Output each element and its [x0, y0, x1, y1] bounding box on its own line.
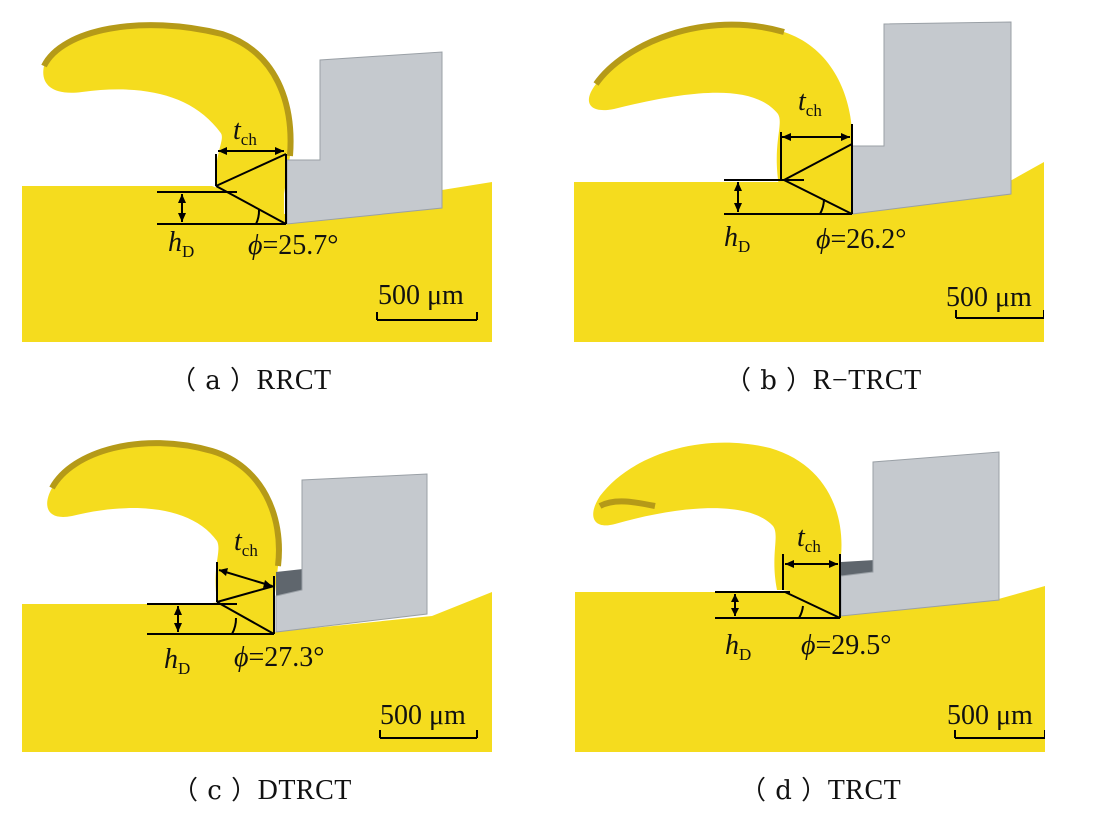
phi-angle-arc: [231, 617, 238, 635]
cutting-tool: [840, 451, 1000, 617]
panel-c: tch hD ϕ=27.3° 500 μm: [22, 436, 492, 756]
panel-d: tch hD ϕ=29.5° 500 μm: [575, 436, 1045, 756]
workpiece: [22, 592, 492, 752]
scale-bar-label: 500 μm: [378, 280, 464, 311]
caption-d: （ d ）TRCT: [740, 775, 902, 806]
cutting-tool: [286, 51, 443, 225]
phi-label: ϕ=25.7°: [248, 230, 339, 261]
workpiece: [575, 586, 1045, 752]
tch-label: tch: [233, 115, 257, 149]
phi-angle-arc: [255, 209, 260, 225]
panel-b-image: [574, 21, 1044, 342]
caption-b: （ b ）R−TRCT: [725, 365, 922, 396]
phi-angle-arc: [798, 605, 804, 619]
phi-angle-arc: [819, 198, 825, 215]
cutting-tool: [275, 473, 428, 633]
annotation-lines: [724, 124, 1044, 319]
chip: [47, 443, 279, 602]
tch-label: tch: [797, 522, 821, 556]
annotation-lines: [147, 562, 478, 739]
caption-a: （ a ）RRCT: [170, 365, 332, 396]
panel-d-image: [575, 442, 1045, 752]
panel-c-image: [22, 440, 492, 752]
hd-label: hD: [168, 227, 195, 261]
chip-back-edge: [598, 498, 656, 509]
scale-bar-label: 500 μm: [380, 700, 466, 731]
hd-label: hD: [724, 222, 751, 256]
scale-bar-label: 500 μm: [947, 700, 1033, 731]
panel-b: tch hD ϕ=26.2° 500 μm: [574, 14, 1044, 342]
hd-label: hD: [725, 630, 752, 664]
chip: [588, 24, 853, 191]
caption-c: （ c ）DTRCT: [172, 775, 352, 806]
chip-back-edge: [49, 440, 282, 567]
panel-a-image: [22, 22, 492, 342]
chip-back-edge: [593, 21, 785, 86]
scale-bar-label: 500 μm: [946, 282, 1032, 313]
workpiece: [574, 162, 1044, 342]
tch-label: tch: [798, 86, 822, 120]
chip: [593, 442, 842, 590]
annotation-lines: [157, 147, 478, 321]
tch-label: tch: [234, 526, 258, 560]
phi-label: ϕ=29.5°: [801, 630, 892, 661]
phi-label: ϕ=27.3°: [234, 642, 325, 673]
panel-a: tch hD ϕ=25.7° 500 μm: [22, 14, 492, 342]
annotation-lines: [715, 554, 1045, 739]
tch-dimension-arrow: [218, 569, 273, 587]
cutting-tool: [851, 21, 1012, 215]
hd-label: hD: [164, 644, 191, 678]
chip-back-edge: [41, 22, 294, 157]
workpiece: [22, 182, 492, 342]
phi-label: ϕ=26.2°: [816, 224, 907, 255]
